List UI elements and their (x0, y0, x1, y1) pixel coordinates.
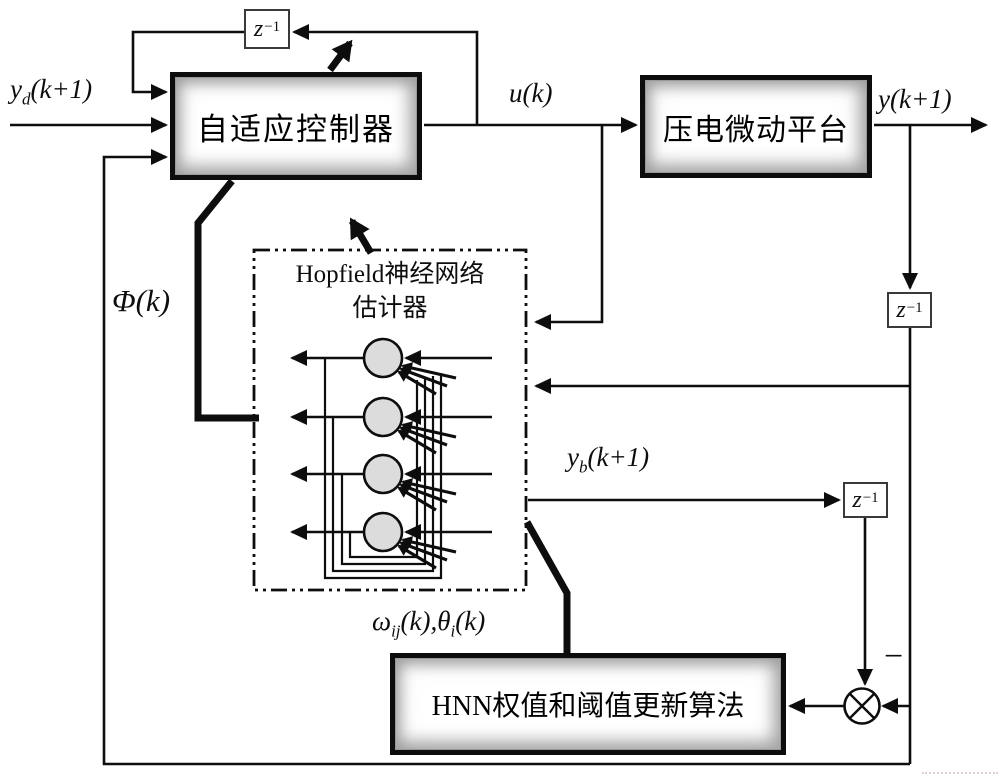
hopfield-estimator-title-line2: 估计器 (352, 294, 428, 322)
delay-block-estimate: z−1 (843, 482, 888, 518)
piezo-stage-label: 压电微动平台 (663, 113, 849, 147)
adapt-arrow-estimator (348, 217, 375, 255)
fan-arrow (401, 478, 457, 496)
delay-exp: −1 (264, 18, 281, 35)
watermark-dots (922, 772, 998, 774)
fan-arrow (397, 544, 437, 570)
hopfield-estimator-title: Hopfield神经网络 估计器 (258, 258, 522, 326)
fan-arrow (397, 486, 437, 512)
hnn-update-label: HNN权值和阈值更新算法 (431, 691, 745, 722)
adaptive-controller-block: 自适应控制器 (170, 72, 422, 180)
label-minus-sign: − (884, 638, 904, 675)
recurrent-loop-1 (323, 358, 443, 580)
line-phi-thick (194, 178, 259, 422)
recurrent-loop-3 (340, 378, 427, 566)
comparator-node (843, 687, 881, 725)
neuron-1 (362, 337, 404, 379)
fan-arrow (397, 429, 437, 455)
multiply-cross-icon (849, 693, 875, 719)
fan-arrow (401, 536, 457, 554)
piezo-stage-block: 压电微动平台 (640, 75, 872, 178)
delay-exp: −1 (862, 489, 879, 506)
hnn-update-block: HNN权值和阈值更新算法 (390, 653, 786, 755)
adaptive-controller-label: 自适应控制器 (197, 111, 395, 147)
fan-arrow (397, 370, 437, 396)
label-yb: yb(k+1) (567, 442, 650, 477)
fan-arrow (399, 482, 448, 504)
neuron-3 (362, 453, 404, 495)
line-u-to-estimator (534, 125, 604, 330)
fan-arrow (401, 362, 457, 380)
neuron-network (290, 337, 492, 580)
fan-arrow (401, 421, 457, 439)
label-omega-theta: ωij(k),θi(k) (372, 606, 486, 641)
adapt-arrow-controller (327, 39, 353, 73)
neuron-2 (362, 396, 404, 438)
hopfield-estimator-title-line1: Hopfield神经网络 (295, 261, 485, 288)
fan-arrow (399, 366, 448, 388)
delay-base: z (896, 296, 906, 323)
label-yd: yd(k+1) (10, 74, 93, 109)
delay-block-output: z−1 (887, 292, 932, 328)
label-y: y(k+1) (878, 84, 952, 114)
delay-exp: −1 (906, 299, 923, 316)
fan-arrow (399, 540, 448, 562)
delay-base: z (852, 486, 862, 513)
neuron-4 (362, 511, 404, 553)
delay-base: z (253, 15, 264, 42)
fan-arrow (399, 425, 448, 447)
recurrent-loop-4 (348, 380, 419, 559)
delay-block-top: z−1 (244, 9, 290, 49)
recurrent-loop-2 (331, 376, 435, 573)
label-u: u(k) (509, 78, 553, 108)
label-phi: Φ(k) (112, 283, 171, 318)
line-omega-theta-thick (523, 520, 571, 656)
